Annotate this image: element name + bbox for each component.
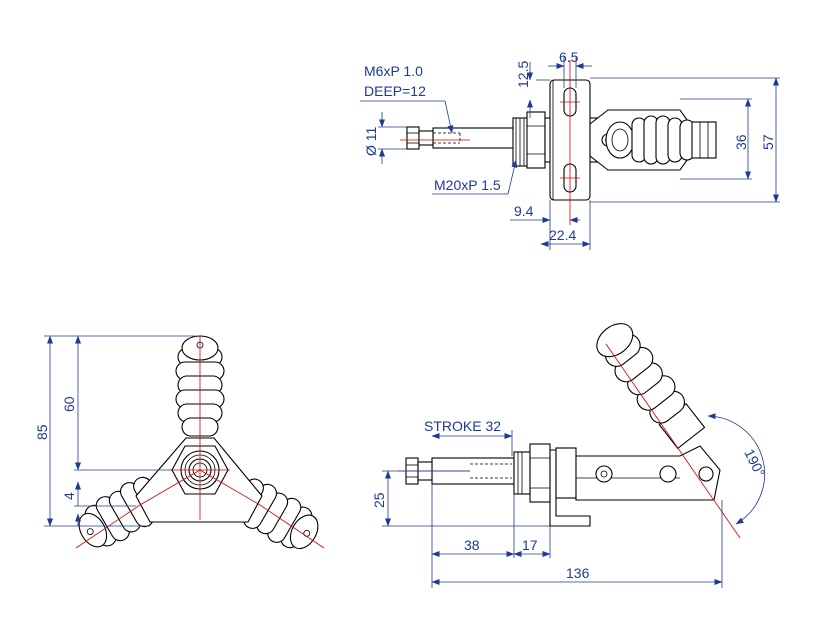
- label-m20-thread: M20xP 1.5: [434, 177, 501, 193]
- handle-clevis: [691, 121, 717, 159]
- label-m6-thread: M6xP 1.0: [364, 63, 423, 79]
- side-hex-nut: [529, 443, 551, 503]
- dim-9-4: 9.4: [514, 203, 534, 219]
- end-view: 85 60 4: [34, 335, 325, 550]
- dim-12-5: 12.5: [515, 61, 531, 88]
- plunger-rod: [432, 127, 516, 149]
- dim-diameter-11: Ø 11: [363, 126, 379, 156]
- hex-nut: [526, 111, 546, 169]
- side-body: [555, 447, 577, 499]
- dim-25: 25: [371, 492, 387, 508]
- label-deep-12: DEEP=12: [364, 83, 426, 99]
- dim-22-4: 22.4: [549, 227, 576, 243]
- dim-60: 60: [61, 396, 77, 412]
- top-view: Ø 11 M6xP 1.0 DEEP=12 M20xP 1.5 12.5 6.5…: [360, 49, 780, 250]
- dim-136: 136: [566, 565, 590, 581]
- side-view: STROKE 32 25 38 17 136 190°: [371, 323, 768, 588]
- dim-6-5: 6.5: [559, 49, 579, 65]
- dim-4: 4: [61, 492, 77, 500]
- dim-85: 85: [34, 424, 50, 440]
- handle-grip-end: [605, 121, 635, 159]
- side-handle: [596, 323, 706, 450]
- dim-38: 38: [464, 537, 480, 553]
- dim-57: 57: [760, 134, 776, 150]
- dim-17: 17: [522, 537, 538, 553]
- dim-36: 36: [733, 134, 749, 150]
- bolt-head: [406, 126, 420, 150]
- label-stroke: STROKE 32: [424, 418, 501, 434]
